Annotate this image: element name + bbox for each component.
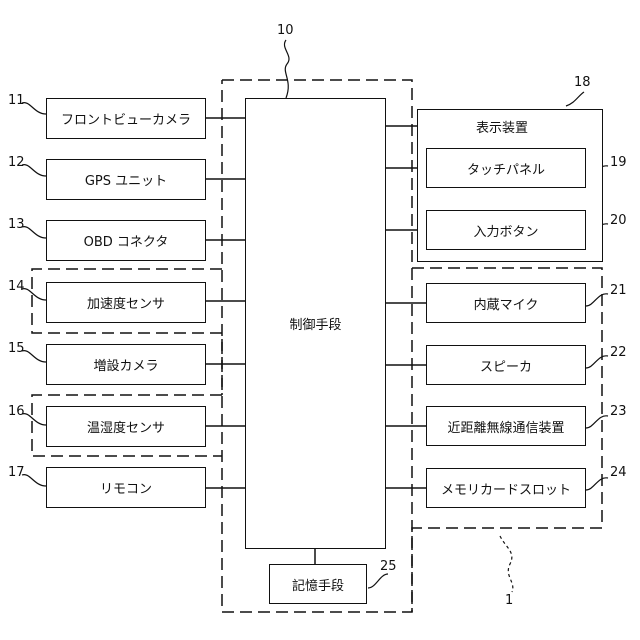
acceleration-sensor-box: 加速度センサ [46, 282, 206, 323]
ref-12: 12 [8, 156, 25, 170]
touch-panel-box: タッチパネル [426, 148, 586, 188]
nfc-device-label: 近距離無線通信装置 [447, 417, 564, 436]
ref-13: 13 [8, 218, 25, 232]
ref-11: 11 [8, 94, 25, 108]
ref-15: 15 [8, 342, 25, 356]
ref-14: 14 [8, 280, 25, 294]
extra-camera-label: 増設カメラ [93, 355, 158, 374]
memory-card-slot-label: メモリカードスロット [441, 479, 571, 498]
obd-connector-box: OBD コネクタ [46, 220, 206, 261]
ref-21: 21 [610, 284, 627, 298]
storage-ref: 25 [380, 560, 397, 574]
temp-humidity-sensor-box: 温湿度センサ [46, 406, 206, 447]
storage-box: 記憶手段 [269, 564, 367, 604]
nfc-device-box: 近距離無線通信装置 [426, 406, 586, 446]
gps-unit-box: GPS ユニット [46, 159, 206, 200]
builtin-mic-label: 内蔵マイク [474, 294, 539, 313]
temp-humidity-sensor-label: 温湿度センサ [87, 417, 165, 436]
controller-label: 制御手段 [289, 314, 341, 333]
speaker-box: スピーカ [426, 345, 586, 385]
ref-16: 16 [8, 405, 25, 419]
ref-17: 17 [8, 466, 25, 480]
touch-panel-ref: 19 [610, 156, 627, 170]
speaker-label: スピーカ [480, 356, 532, 375]
extra-camera-box: 増設カメラ [46, 344, 206, 385]
obd-connector-label: OBD コネクタ [84, 231, 169, 250]
input-button-ref: 20 [610, 214, 627, 228]
display-device-title: 表示装置 [476, 117, 528, 136]
input-button-label: 入力ボタン [473, 221, 538, 240]
controller-ref: 10 [277, 24, 294, 38]
storage-label: 記憶手段 [292, 575, 344, 594]
builtin-mic-box: 内蔵マイク [426, 283, 586, 323]
gps-unit-label: GPS ユニット [85, 170, 167, 189]
memory-card-slot-box: メモリカードスロット [426, 468, 586, 508]
touch-panel-label: タッチパネル [467, 159, 545, 178]
front-view-camera-label: フロントビューカメラ [61, 109, 191, 128]
front-view-camera-box: フロントビューカメラ [46, 98, 206, 139]
remote-control-box: リモコン [46, 467, 206, 508]
ref-22: 22 [610, 346, 627, 360]
acceleration-sensor-label: 加速度センサ [87, 293, 165, 312]
input-button-box: 入力ボタン [426, 210, 586, 250]
controller-box: 制御手段 [245, 98, 386, 549]
device-ref: 1 [505, 594, 513, 608]
ref-23: 23 [610, 405, 627, 419]
ref-24: 24 [610, 466, 627, 480]
remote-control-label: リモコン [100, 478, 152, 497]
display-device-ref: 18 [574, 76, 591, 90]
